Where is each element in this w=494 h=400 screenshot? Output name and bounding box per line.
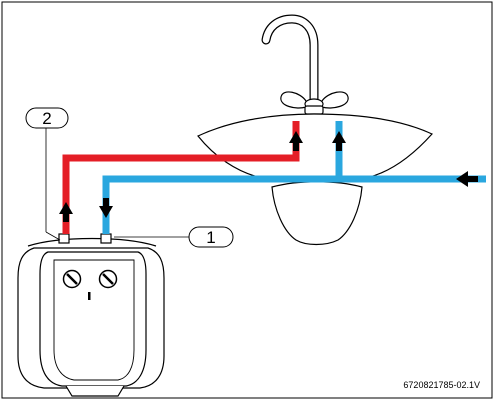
flow-arrow-icon bbox=[99, 198, 113, 218]
faucet-icon bbox=[261, 14, 349, 115]
sink-pedestal bbox=[271, 181, 363, 246]
callout-label: 2 bbox=[42, 109, 51, 128]
callout-2: 2 bbox=[25, 107, 69, 241]
flow-arrow-icon bbox=[289, 131, 303, 151]
sink-basin bbox=[197, 113, 433, 179]
water-heater-icon bbox=[17, 233, 165, 397]
flow-arrow-icon bbox=[332, 131, 346, 151]
callout-label: 1 bbox=[206, 228, 215, 247]
callout-1: 1 bbox=[114, 226, 234, 248]
figure-id: 6720821785-02.1V bbox=[403, 380, 480, 390]
flow-arrow-icon bbox=[59, 202, 73, 222]
indicator-light bbox=[88, 292, 91, 300]
flow-arrow-icon bbox=[456, 171, 478, 187]
